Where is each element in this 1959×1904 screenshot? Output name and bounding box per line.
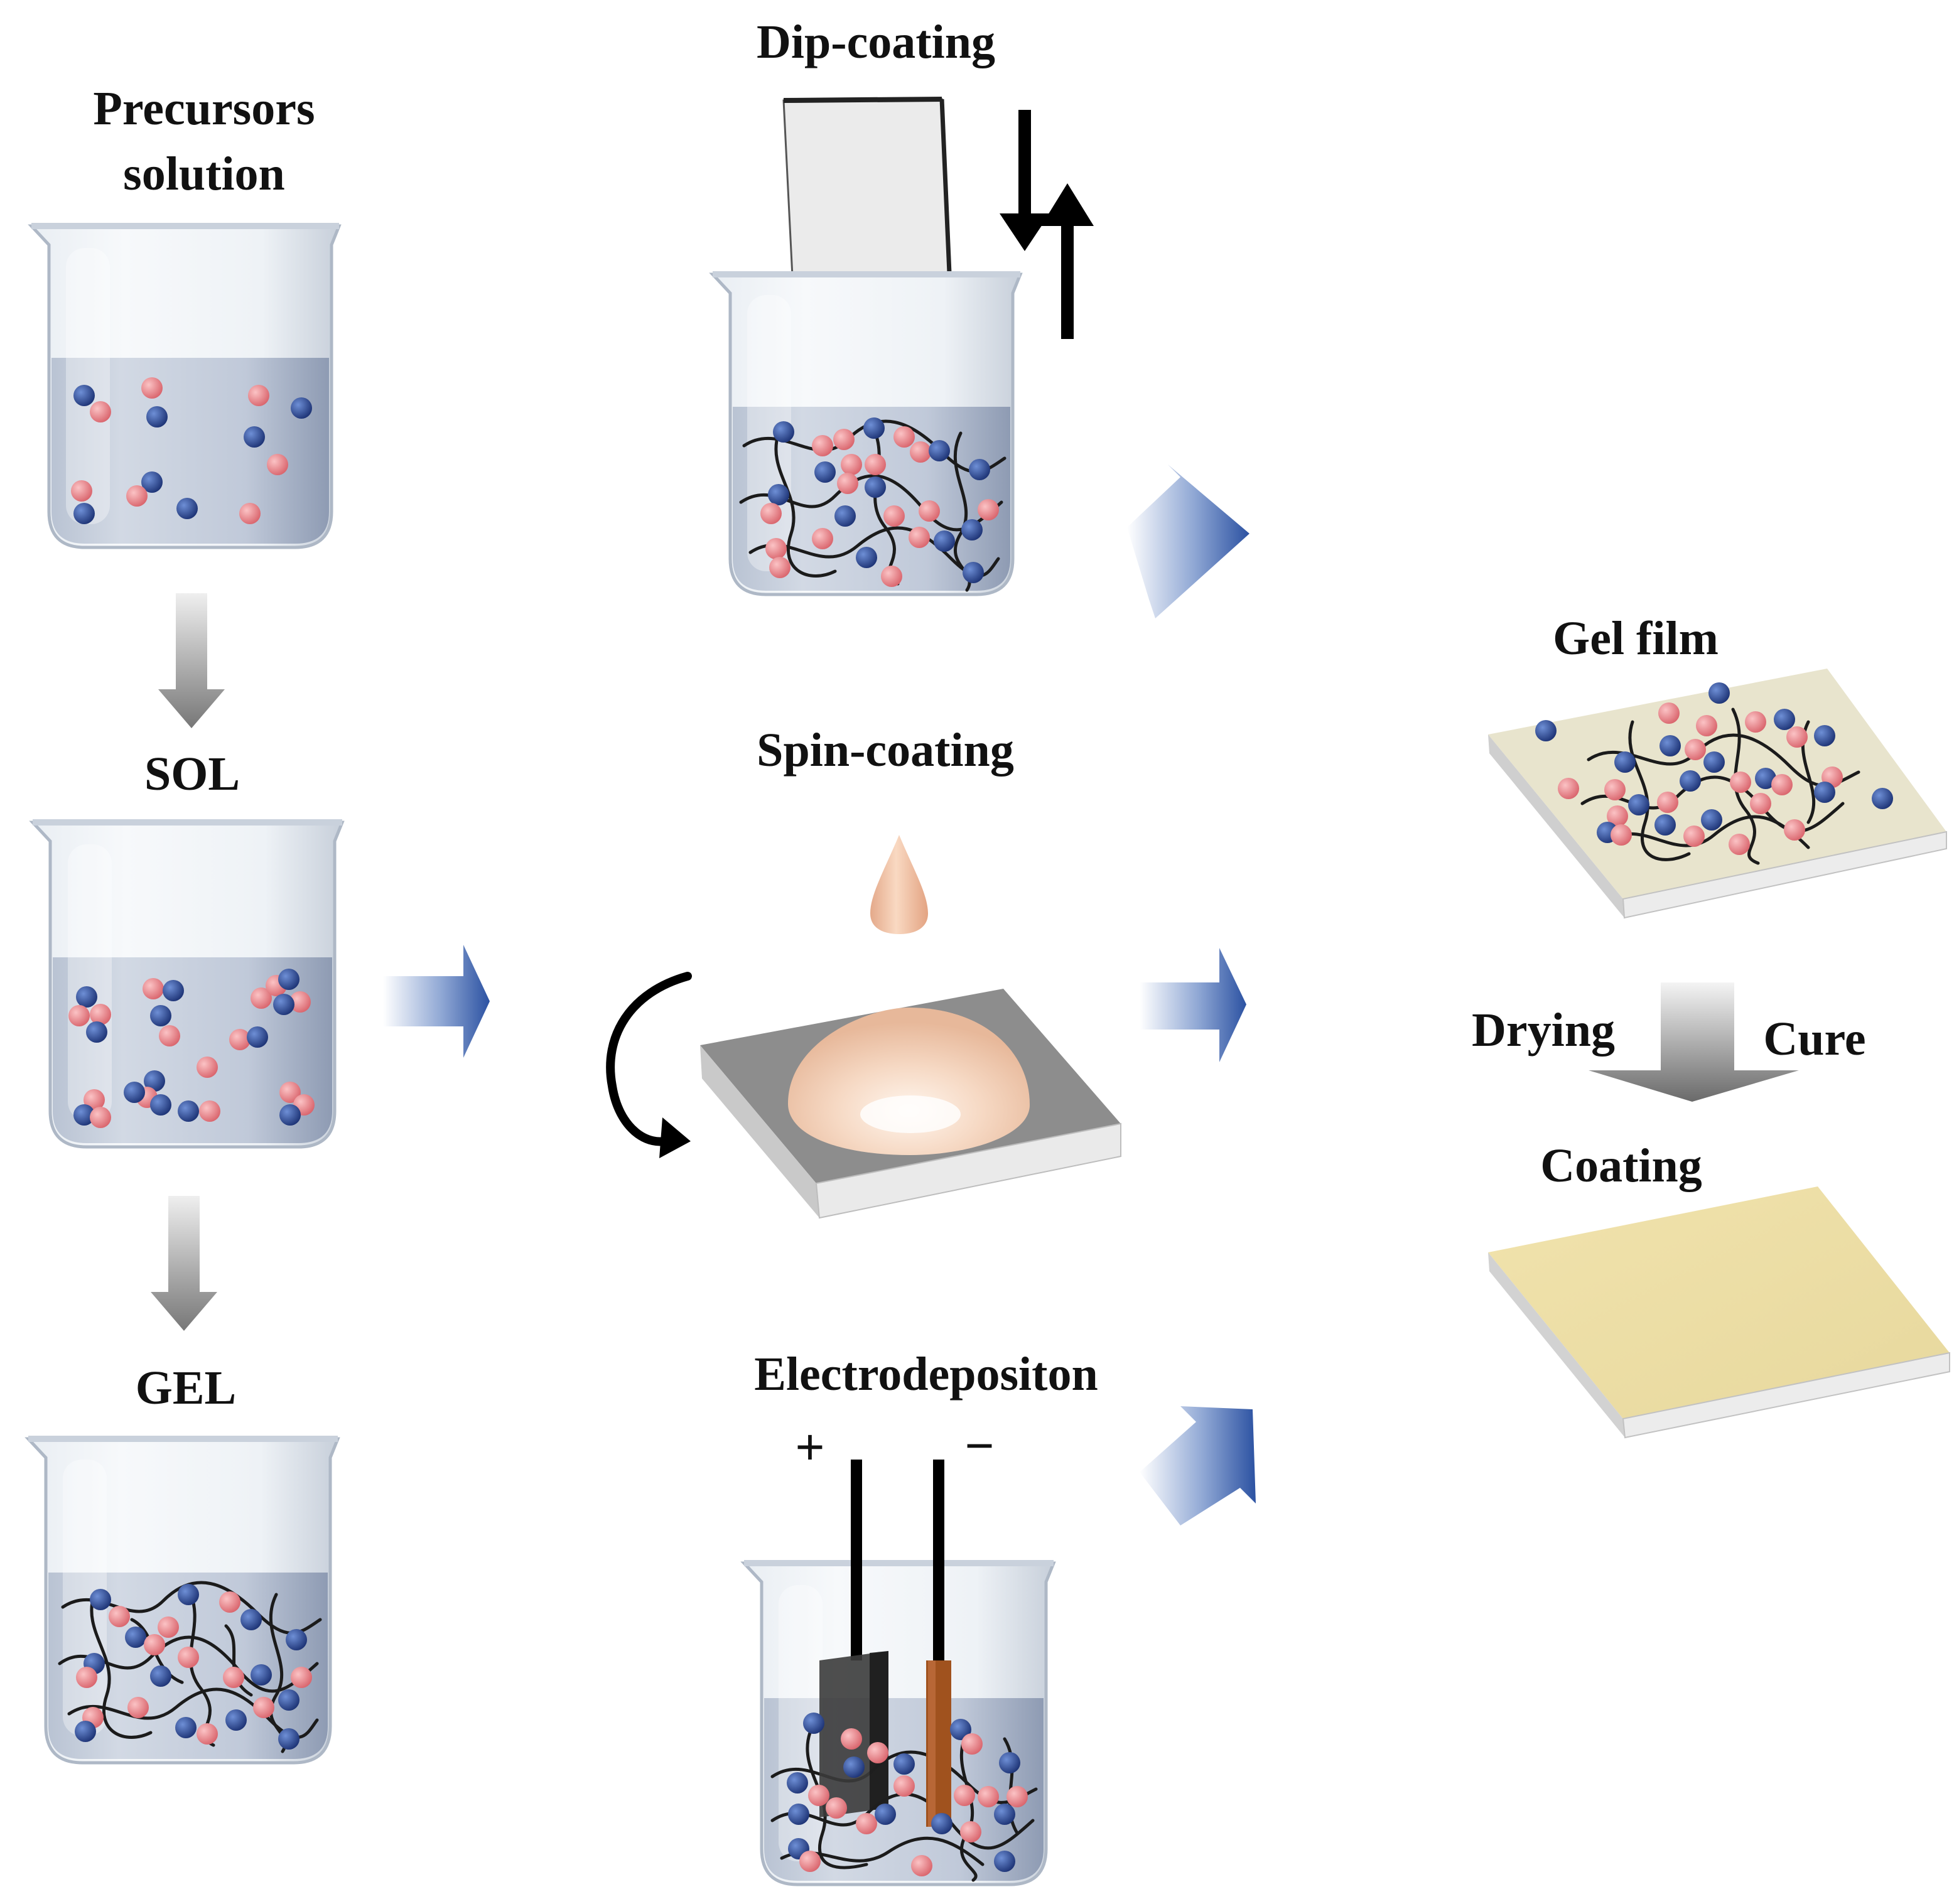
label-electrodeposition: Electrodepositon [754,1348,1098,1401]
beaker-electro [740,1560,1056,1886]
beaker-sol [29,819,345,1149]
gel-film-slab [1488,669,1947,919]
particles [68,969,315,1128]
coating-slab [1488,1186,1950,1439]
arrow-spin-to-gel-film [1140,948,1246,1062]
electrodeposition-setup [740,1460,1056,1886]
dip-coating-setup [709,97,1094,596]
arrow-drying-cure [1589,982,1799,1102]
beaker-gel [24,1436,340,1765]
beaker-precursors [28,223,342,549]
beaker-dip [709,271,1023,596]
spin-coating-setup [606,835,1121,1219]
particles [787,1713,1028,1876]
particles [71,377,312,524]
label-plus: + [796,1419,825,1475]
cathode-electrode [926,1460,951,1827]
label-precursors-line2: solution [123,148,285,200]
spun-film-dome [788,1008,1030,1155]
label-gel-film: Gel film [1553,612,1719,665]
arrow-electro-to-gel-film [1140,1406,1256,1525]
rotation-arrow-icon [606,972,692,1158]
particles [1535,682,1893,855]
label-drying: Drying [1472,1004,1615,1057]
droplet-icon [870,835,928,934]
label-dip-coating: Dip-coating [757,16,995,68]
arrow-precursors-to-sol [158,593,225,728]
particles [75,1584,312,1750]
arrow-sol-to-gel [151,1196,217,1331]
label-spin-coating: Spin-coating [757,724,1014,777]
label-gel: GEL [136,1362,237,1414]
dip-direction-arrows [1000,110,1094,339]
label-minus: − [965,1417,995,1473]
arrow-dip-to-gel-film [1127,465,1249,618]
label-precursors-line1: Precursors [93,82,315,135]
arrow-sol-to-methods [383,945,490,1058]
label-coating: Coating [1540,1139,1702,1192]
label-sol: SOL [144,748,240,800]
substrate-plate [782,97,952,277]
label-cure: Cure [1763,1013,1865,1065]
particles [760,417,999,587]
